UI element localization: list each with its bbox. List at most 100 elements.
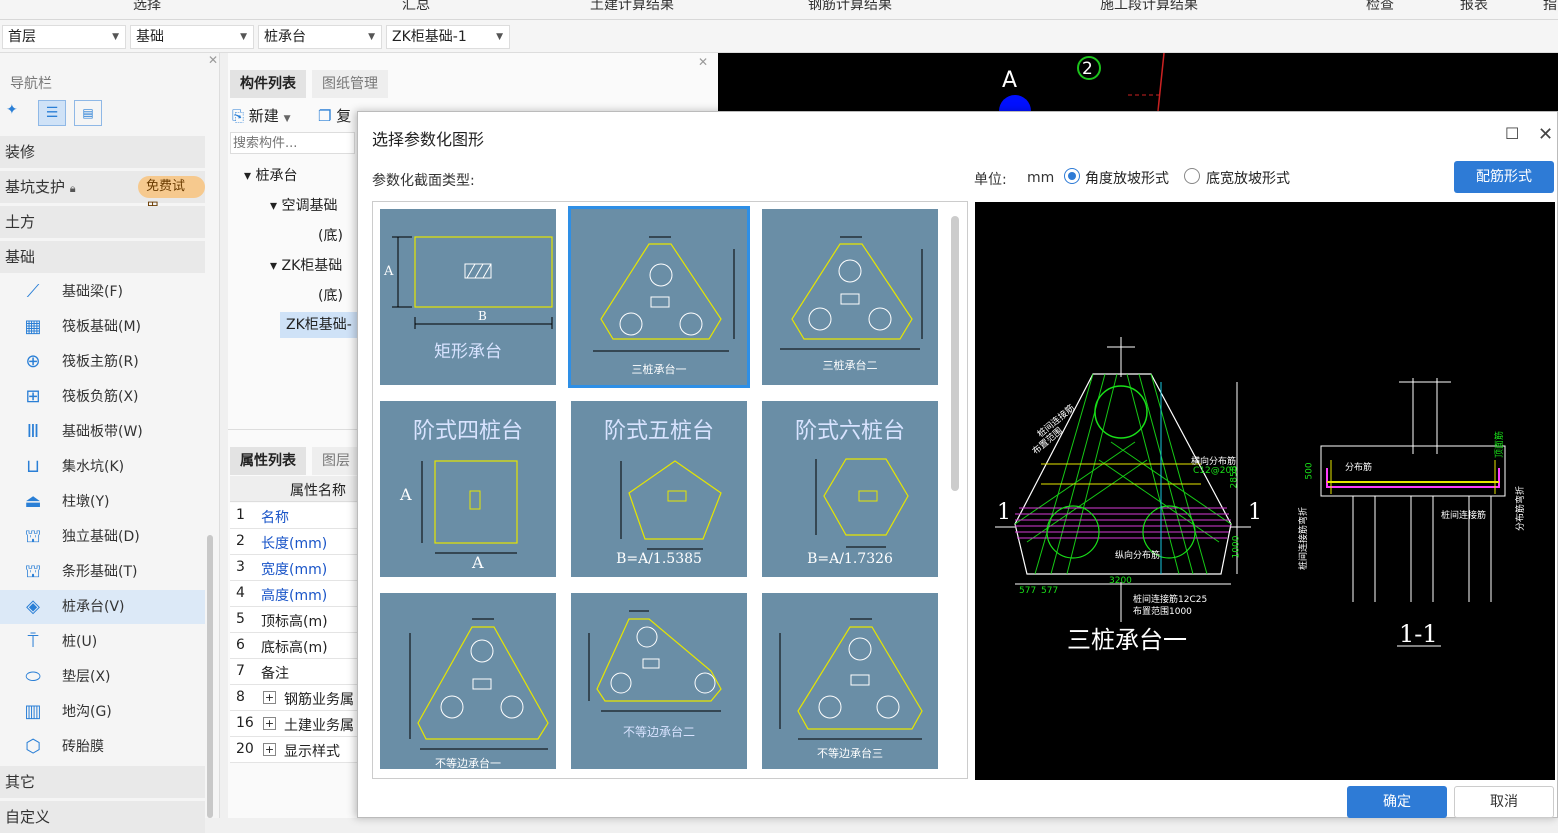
nav-cat-decoration[interactable]: 装修 bbox=[0, 136, 205, 168]
nav-item-pile[interactable]: ⍑桩(U) bbox=[0, 625, 205, 659]
shape-three-pile-cap-1[interactable]: 三桩承台一 bbox=[568, 206, 750, 388]
radio-angle-label[interactable]: 角度放坡形式 bbox=[1085, 171, 1169, 187]
nav-cat-earthwork[interactable]: 土方 bbox=[0, 206, 205, 238]
new-button[interactable]: ⎘ 新建 ▼ bbox=[232, 105, 291, 126]
tree-node-bottom[interactable]: (底) bbox=[318, 228, 343, 244]
nav-item-sump[interactable]: ⊔集水坑(K) bbox=[0, 450, 205, 484]
shape-stepped-6-pile[interactable]: 阶式六桩台 B=A/1.7326 bbox=[762, 401, 938, 577]
close-icon[interactable]: ✕ bbox=[1538, 124, 1554, 145]
nav-item-strip-footing[interactable]: ⛫条形基础(T) bbox=[0, 555, 205, 589]
nav-item-cushion[interactable]: ⬭垫层(X) bbox=[0, 660, 205, 694]
shape-stepped-5-pile[interactable]: 阶式五桩台 B=A/1.5385 bbox=[571, 401, 747, 577]
close-icon[interactable]: ✕ bbox=[698, 55, 709, 69]
anno-long-dist: 纵向分布筋 bbox=[1115, 551, 1161, 561]
brick-icon: ⬡ bbox=[25, 736, 41, 757]
menu-report[interactable]: 报表 bbox=[1460, 0, 1488, 13]
tree-node-zk-1[interactable]: ZK柜基础- bbox=[280, 312, 358, 338]
tab-components[interactable]: 构件列表 bbox=[230, 70, 306, 98]
nav-scrollbar[interactable] bbox=[207, 535, 213, 818]
nav-cat-foundation[interactable]: 基础 bbox=[0, 241, 205, 273]
thumb-title: 三桩承台一 bbox=[631, 363, 687, 376]
menu-select[interactable]: 选择 bbox=[133, 0, 161, 13]
nav-cat-custom[interactable]: 自定义 bbox=[0, 801, 205, 833]
anno-link-bend: 桩间连接筋弯折 bbox=[1299, 506, 1310, 571]
menu-check[interactable]: 检查 bbox=[1366, 0, 1394, 13]
prop-row[interactable]: 20+显示样式 bbox=[230, 737, 358, 763]
anno-dist-bar: 分布筋 bbox=[1345, 463, 1373, 473]
radio-angle-slope[interactable] bbox=[1064, 168, 1080, 184]
nav-item-trench[interactable]: ▥地沟(G) bbox=[0, 695, 205, 729]
shape-rect-cap[interactable]: A B 矩形承台 bbox=[380, 209, 556, 385]
chevron-down-icon: ▼ bbox=[283, 114, 291, 124]
rebar-form-button[interactable]: 配筋形式 bbox=[1454, 161, 1554, 193]
nav-item-raft-main-bar[interactable]: ⊕筏板主筋(R) bbox=[0, 345, 205, 379]
ok-button[interactable]: 确定 bbox=[1347, 786, 1447, 818]
close-icon[interactable]: ✕ bbox=[208, 53, 219, 67]
menu-rebar-results[interactable]: 钢筋计算结果 bbox=[808, 0, 892, 13]
pin-icon[interactable]: ✦ bbox=[6, 102, 18, 118]
chevron-down-icon: ▼ bbox=[368, 32, 375, 42]
nav-item-column-pier[interactable]: ⏏柱墩(Y) bbox=[0, 485, 205, 519]
prop-row[interactable]: 8+钢筋业务属 bbox=[230, 685, 358, 711]
nav-cat-other[interactable]: 其它 bbox=[0, 766, 205, 798]
cad-canvas[interactable]: 2 A bbox=[718, 52, 1558, 127]
shape-three-pile-cap-2[interactable]: 三桩承台二 bbox=[762, 209, 938, 385]
expand-icon[interactable]: + bbox=[263, 743, 276, 756]
nav-item-pile-cap[interactable]: ◈桩承台(V) bbox=[0, 590, 205, 624]
menu-summary[interactable]: 汇总 bbox=[402, 0, 430, 13]
nav-item-foundation-beam[interactable]: ⟋基础梁(F) bbox=[0, 275, 205, 309]
nav-cat-pit-label: 基坑支护 bbox=[5, 178, 66, 196]
floor-value: 首层 bbox=[8, 29, 36, 45]
expand-icon[interactable]: + bbox=[263, 717, 276, 730]
category-dropdown[interactable]: 基础▼ bbox=[130, 25, 254, 49]
gallery-scrollbar[interactable] bbox=[951, 216, 959, 491]
nav-cat-pit-support[interactable]: 基坑支护 🔒︎ 免费试用 bbox=[0, 171, 205, 216]
radio-width-slope[interactable] bbox=[1184, 168, 1200, 184]
nav-item-raft-neg-bar[interactable]: ⊞筏板负筋(X) bbox=[0, 380, 205, 414]
prop-row[interactable]: 16+土建业务属 bbox=[230, 711, 358, 737]
type-dropdown[interactable]: 桩承台▼ bbox=[258, 25, 382, 49]
list-view-icon[interactable]: ☰ bbox=[38, 100, 66, 126]
prop-row-number: 20 bbox=[236, 741, 254, 757]
menu-civil-results[interactable]: 土建计算结果 bbox=[590, 0, 674, 13]
detail-view-icon[interactable]: ▤ bbox=[74, 100, 102, 126]
shape-uneq-cap-1[interactable]: 不等边承台一 bbox=[380, 593, 556, 769]
component-value: ZK柜基础-1 bbox=[392, 29, 467, 45]
shape-uneq-cap-2[interactable]: 不等边承台二 bbox=[571, 593, 747, 769]
free-trial-badge[interactable]: 免费试用 bbox=[138, 176, 205, 216]
tree-node-pilecap[interactable]: ▾ 桩承台 bbox=[244, 168, 298, 184]
nav-item-label: 基础梁(F) bbox=[62, 284, 123, 300]
search-input[interactable] bbox=[230, 132, 355, 154]
nav-item-raft[interactable]: ▦筏板基础(M) bbox=[0, 310, 205, 344]
tab-drawings[interactable]: 图纸管理 bbox=[312, 70, 388, 98]
tree-node-zk[interactable]: ▾ ZK柜基础 bbox=[270, 258, 343, 274]
shape-uneq-cap-3[interactable]: 不等边承台三 bbox=[762, 593, 938, 769]
tab-layers[interactable]: 图层 bbox=[312, 447, 360, 475]
tree-node-bottom-2[interactable]: (底) bbox=[318, 288, 343, 304]
nav-item-label: 桩承台(V) bbox=[62, 599, 125, 615]
floor-dropdown[interactable]: 首层▼ bbox=[2, 25, 126, 49]
nav-item-isolated-footing[interactable]: ⛫独立基础(D) bbox=[0, 520, 205, 554]
copy-button[interactable]: ❐ 复 bbox=[318, 105, 351, 126]
expand-icon[interactable]: + bbox=[263, 691, 276, 704]
shape-stepped-4-pile[interactable]: 阶式四桩台 A A bbox=[380, 401, 556, 577]
radio-width-label[interactable]: 底宽放坡形式 bbox=[1206, 171, 1290, 187]
menu-segment-results[interactable]: 施工段计算结果 bbox=[1100, 0, 1198, 13]
tab-properties[interactable]: 属性列表 bbox=[230, 447, 306, 475]
maximize-icon[interactable]: ☐ bbox=[1505, 124, 1520, 143]
prop-row-name: 底标高(m) bbox=[261, 640, 328, 656]
cancel-button[interactable]: 取消 bbox=[1454, 786, 1554, 818]
menu-more[interactable]: 指 bbox=[1543, 0, 1557, 13]
nav-item-label: 条形基础(T) bbox=[62, 564, 138, 580]
component-dropdown[interactable]: ZK柜基础-1▼ bbox=[386, 25, 510, 49]
nav-item-brick-mold[interactable]: ⬡砖胎膜 bbox=[0, 730, 205, 764]
tree-node-ac-base[interactable]: ▾ 空调基础 bbox=[270, 198, 338, 214]
